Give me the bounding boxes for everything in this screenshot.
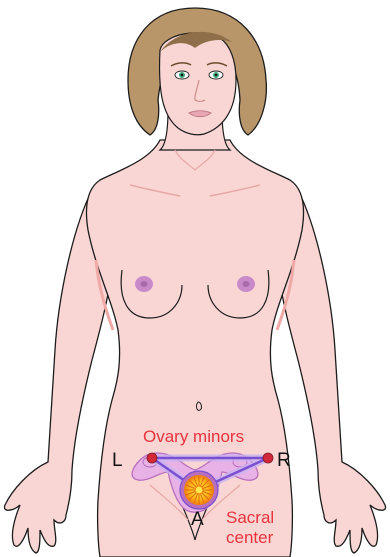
head (160, 32, 236, 135)
ovary-minors-label: Ovary minors (143, 427, 244, 446)
ovary-icon-right (263, 453, 273, 463)
right-label: R (277, 450, 291, 471)
apex-label: A (191, 509, 204, 530)
sacral-label-line2: center (226, 528, 274, 547)
sacral-label-line1: Sacral (226, 508, 274, 527)
left-label: L (112, 450, 123, 471)
ovary-icon-left (147, 453, 157, 463)
sacral-chakra-icon (180, 471, 218, 509)
